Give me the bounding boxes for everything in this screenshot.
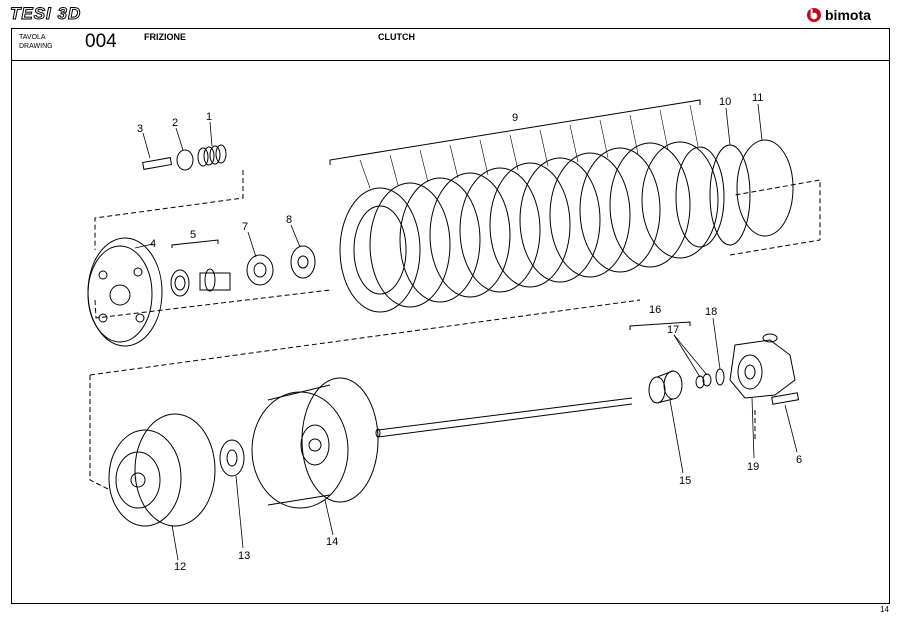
- callout-10: 10: [719, 96, 731, 108]
- assembly-dashed-lines: [89, 170, 821, 491]
- piston-15: [648, 370, 683, 404]
- callout-15: 15: [679, 475, 691, 487]
- callout-11: 11: [752, 92, 763, 104]
- drawing-label: TAVOLA DRAWING: [19, 33, 53, 51]
- clutch-hub-12: [108, 413, 216, 527]
- clutch-plates: [339, 141, 725, 313]
- spring-1: [197, 144, 227, 167]
- seals-17: [695, 373, 712, 389]
- callout-19: 19: [747, 461, 759, 473]
- callout-1: 1: [206, 111, 212, 123]
- callout-12: 12: [174, 561, 186, 573]
- clutch-basket-14: [251, 377, 379, 509]
- callout-labels: 1 2 3 4 5 6 7 8 9 10 11 12 13 14 15 16 1…: [137, 92, 802, 573]
- push-rod-16: [375, 397, 633, 438]
- header-divider: [11, 60, 890, 61]
- screw-6: [771, 392, 800, 405]
- callout-9: 9: [512, 112, 518, 124]
- o-ring-18: [715, 368, 725, 386]
- bearing-5: [170, 268, 231, 297]
- callout-5: 5: [190, 229, 196, 241]
- callout-3: 3: [137, 123, 143, 135]
- part-brackets: [171, 99, 701, 330]
- washer-13: [219, 439, 245, 477]
- page-number: 14: [880, 605, 889, 614]
- callout-2: 2: [172, 117, 178, 129]
- nut-7: [246, 254, 274, 286]
- callout-17: 17: [667, 324, 679, 336]
- drawing-number: 004: [85, 31, 117, 52]
- callout-14: 14: [326, 536, 338, 548]
- callout-4: 4: [150, 238, 156, 250]
- leader-lines: [134, 103, 798, 561]
- plate-leader-ticks: [359, 104, 699, 189]
- title-italian: FRIZIONE: [144, 32, 186, 42]
- bimota-logo: bimota: [806, 5, 871, 25]
- callout-13: 13: [238, 550, 250, 562]
- callout-16: 16: [649, 304, 661, 316]
- callout-18: 18: [705, 306, 717, 318]
- bimota-mark-icon: [807, 8, 821, 22]
- title-english: CLUTCH: [378, 32, 415, 42]
- screw-3: [142, 157, 173, 170]
- ring-11: [736, 139, 794, 237]
- pressure-plate-4: [87, 237, 163, 347]
- washer-8: [290, 245, 316, 279]
- drawing-frame: [11, 28, 890, 604]
- tesi-logo: TESI 3D: [9, 4, 82, 24]
- slave-cylinder-19: [729, 333, 796, 399]
- bimota-logo-text: bimota: [825, 7, 871, 23]
- drawing-label-en: DRAWING: [19, 43, 53, 50]
- callout-8: 8: [286, 214, 292, 226]
- washer-2: [176, 149, 194, 171]
- callout-7: 7: [242, 221, 248, 233]
- callout-6: 6: [796, 454, 802, 466]
- drawing-label-it: TAVOLA: [19, 34, 46, 41]
- ring-10: [709, 144, 751, 246]
